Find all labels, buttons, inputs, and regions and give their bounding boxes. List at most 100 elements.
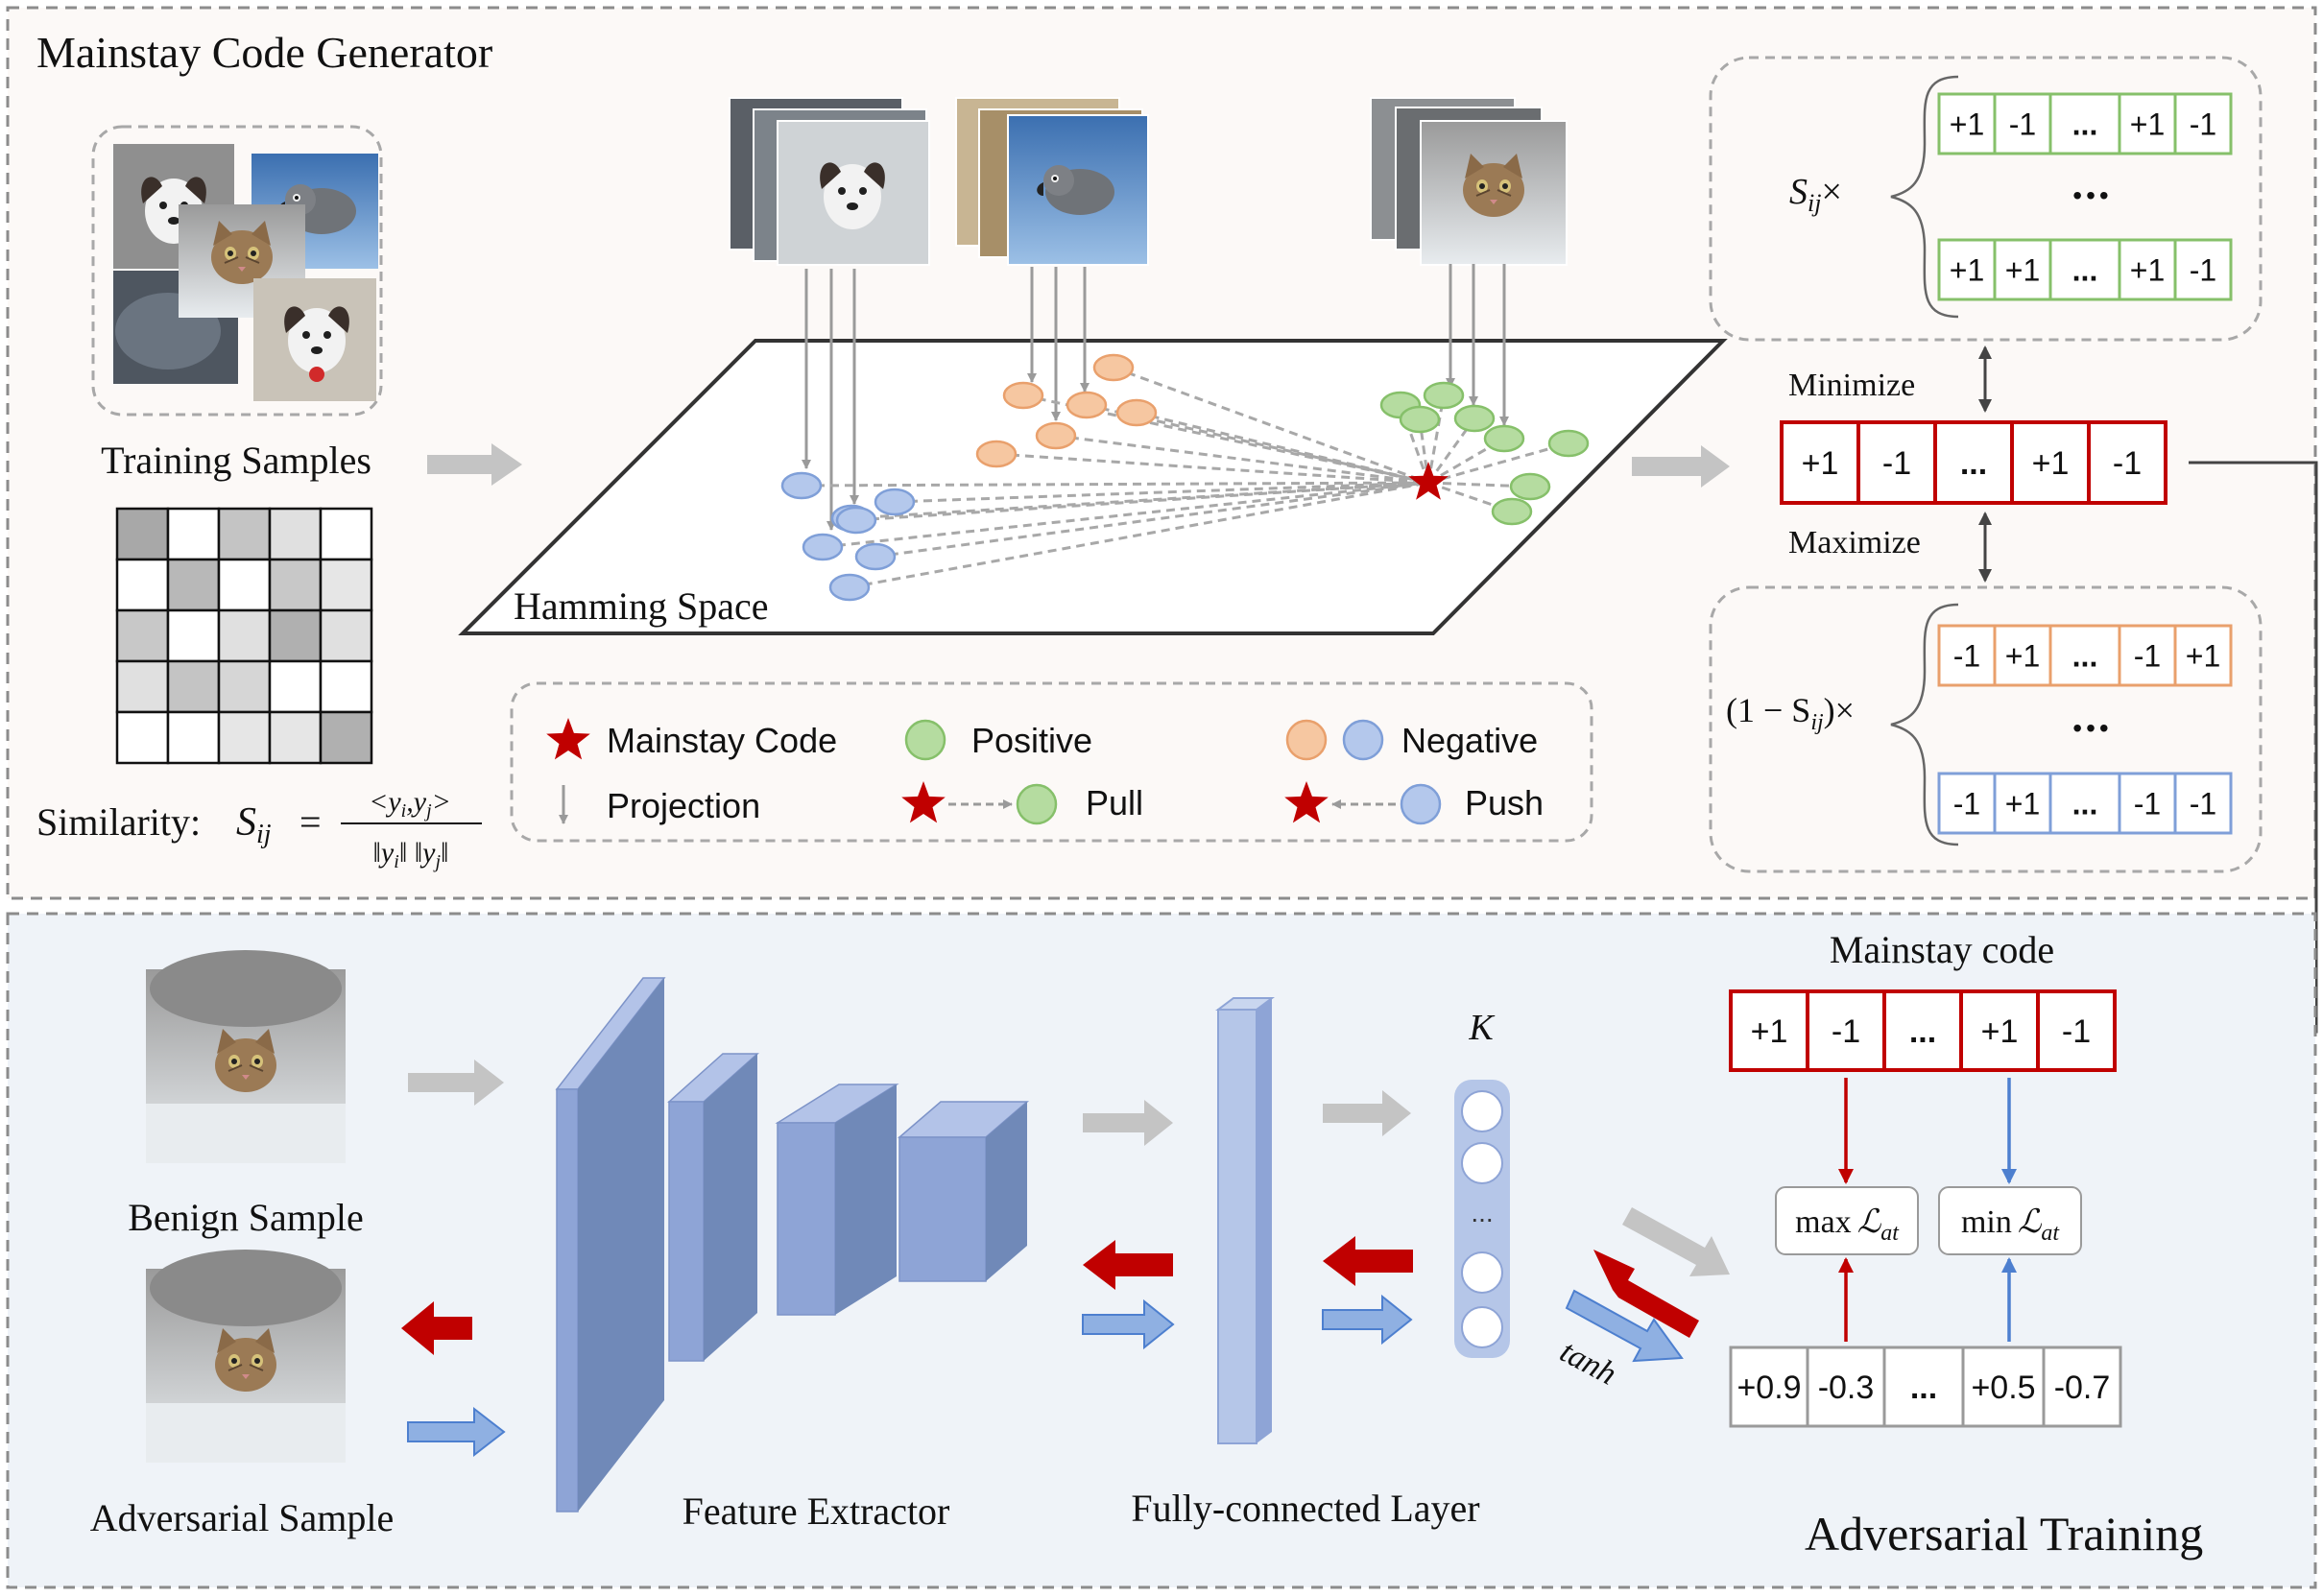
mainstay-code-bottom-cell bbox=[1959, 989, 2040, 1072]
mainstay-code-bottom-value: +1 bbox=[1981, 1013, 2019, 1050]
negative-node bbox=[1002, 381, 1044, 410]
negative-node bbox=[828, 573, 871, 602]
similarity-matrix-cell bbox=[115, 659, 170, 714]
adversarial-sample-label: Adversarial Sample bbox=[90, 1496, 395, 1539]
push-line bbox=[822, 481, 1429, 549]
negative-node bbox=[802, 533, 844, 561]
output-code-value: +0.5 bbox=[1971, 1370, 2035, 1406]
similarity-matrix-cell bbox=[115, 507, 170, 561]
output-neuron bbox=[1461, 1090, 1503, 1132]
legend-pull-node-icon bbox=[1016, 783, 1058, 825]
mainstay-code-top-cell bbox=[1780, 420, 1860, 505]
similarity-matrix-cell bbox=[166, 710, 221, 765]
similarity-matrix bbox=[115, 507, 373, 765]
mainstay-code-bottom-cell bbox=[1882, 989, 1963, 1072]
similarity-matrix-cell bbox=[166, 608, 221, 663]
mainstay-code-bottom-value: +1 bbox=[1751, 1013, 1788, 1050]
negative-code-2-cell bbox=[1937, 772, 1997, 835]
negative-code-2-value: -1 bbox=[2134, 787, 2161, 822]
extractor-block-front bbox=[898, 1136, 987, 1282]
push-line bbox=[855, 481, 1429, 522]
negative-code-2: -1+1...-1-1 bbox=[1937, 772, 2233, 835]
similarity-matrix-cell bbox=[319, 608, 373, 663]
positive-code-2-value: +1 bbox=[1950, 253, 1984, 288]
negative-brace bbox=[1890, 603, 1959, 846]
min-loss-box bbox=[1938, 1186, 2082, 1255]
benign-sample-label: Benign Sample bbox=[128, 1196, 364, 1239]
mainstay-code-bottom-value: -1 bbox=[2062, 1013, 2091, 1050]
positive-code-2-cell bbox=[2118, 238, 2177, 301]
positive-node bbox=[1483, 424, 1525, 453]
minimize-label: Minimize bbox=[1788, 368, 1915, 403]
negative-weight-label: (1 − Sij)× bbox=[1726, 691, 1855, 735]
output-neuron bbox=[1461, 1142, 1503, 1184]
positive-code-2-cell bbox=[1993, 238, 2052, 301]
extractor-block-front bbox=[668, 1101, 705, 1362]
bottom-panel-title: Adversarial Training bbox=[1805, 1507, 2203, 1560]
similarity-matrix-cell bbox=[319, 659, 373, 714]
negative-node bbox=[975, 440, 1018, 468]
neurons-to-output-arrow bbox=[1622, 1207, 1730, 1276]
similarity-matrix-cell bbox=[217, 608, 272, 663]
training-samples-label: Training Samples bbox=[101, 439, 371, 482]
negative-code-2-value: +1 bbox=[2005, 787, 2040, 822]
push-line bbox=[1055, 434, 1429, 485]
adversarial-sample-image bbox=[146, 1250, 346, 1463]
negative-node bbox=[835, 506, 877, 535]
output-code-cell bbox=[2042, 1346, 2122, 1428]
mainstay-code-bottom-cell bbox=[2036, 989, 2117, 1072]
similarity-formula: Similarity: Sij = <yi,yj> ‖yi‖ ‖yj‖ bbox=[36, 786, 482, 872]
mainstay-code-bottom-value: ... bbox=[1909, 1013, 1936, 1050]
negative-node bbox=[1035, 421, 1077, 450]
negative-node bbox=[1092, 353, 1135, 382]
positive-code-1-value: -1 bbox=[2190, 107, 2216, 142]
legend-icons bbox=[546, 718, 1442, 825]
positive-weight-label: Sij× bbox=[1789, 172, 1842, 217]
negative-code-1-cell bbox=[1993, 624, 2052, 687]
positive-node bbox=[1491, 497, 1533, 526]
pull-push-lines bbox=[801, 366, 1569, 589]
svg-text:=: = bbox=[299, 800, 322, 844]
output-code-value: -0.7 bbox=[2054, 1370, 2111, 1406]
positive-code-2-value: +1 bbox=[2130, 253, 2165, 288]
hash-code-nodes bbox=[780, 353, 1590, 602]
similarity-matrix-cell bbox=[166, 507, 221, 561]
similarity-matrix-cell bbox=[115, 558, 170, 612]
feature-extractor bbox=[555, 977, 1030, 1513]
positive-node bbox=[1547, 429, 1590, 458]
output-neuron bbox=[1461, 1251, 1503, 1294]
output-to-neurons-gradient-arrow bbox=[1593, 1250, 1699, 1338]
similarity-matrix-cell bbox=[217, 507, 272, 561]
similarity-matrix-cell bbox=[115, 608, 170, 663]
mainstay-code-top-cell bbox=[1933, 420, 2014, 505]
similarity-matrix-cell bbox=[268, 710, 323, 765]
push-line bbox=[894, 481, 1429, 504]
similarity-matrix-cell bbox=[268, 608, 323, 663]
legend-push-star-icon bbox=[1284, 781, 1329, 823]
neuron-ellipsis: ... bbox=[1471, 1198, 1493, 1227]
output-code-value: +0.9 bbox=[1736, 1370, 1801, 1406]
similarity-matrix-cell bbox=[319, 710, 373, 765]
negative-ellipsis: ••• bbox=[2072, 713, 2112, 743]
negative-code-1-value: +1 bbox=[2005, 639, 2040, 674]
positive-code-2-value: +1 bbox=[2005, 253, 2040, 288]
output-code-value: ... bbox=[1910, 1370, 1937, 1406]
negative-code-2-value: -1 bbox=[2190, 787, 2216, 822]
similarity-matrix-cell bbox=[217, 710, 272, 765]
similarity-matrix-cell bbox=[166, 558, 221, 612]
push-line bbox=[1022, 393, 1429, 485]
max-loss-box bbox=[1775, 1186, 1919, 1255]
mainstay-code-bottom-value: -1 bbox=[1832, 1013, 1860, 1050]
mainstay-code-top: +1-1...+1-1 bbox=[1780, 420, 2167, 505]
push-line bbox=[874, 481, 1429, 559]
legend-push: Push bbox=[1465, 783, 1544, 822]
positive-ellipsis: ••• bbox=[2072, 180, 2112, 210]
svg-text:‖yi‖ ‖yj‖: ‖yi‖ ‖yj‖ bbox=[373, 837, 449, 872]
negative-code-1-cell bbox=[2118, 624, 2177, 687]
push-line bbox=[849, 481, 1429, 589]
extractor-block-side bbox=[986, 1102, 1027, 1281]
pull-line bbox=[1418, 418, 1430, 484]
